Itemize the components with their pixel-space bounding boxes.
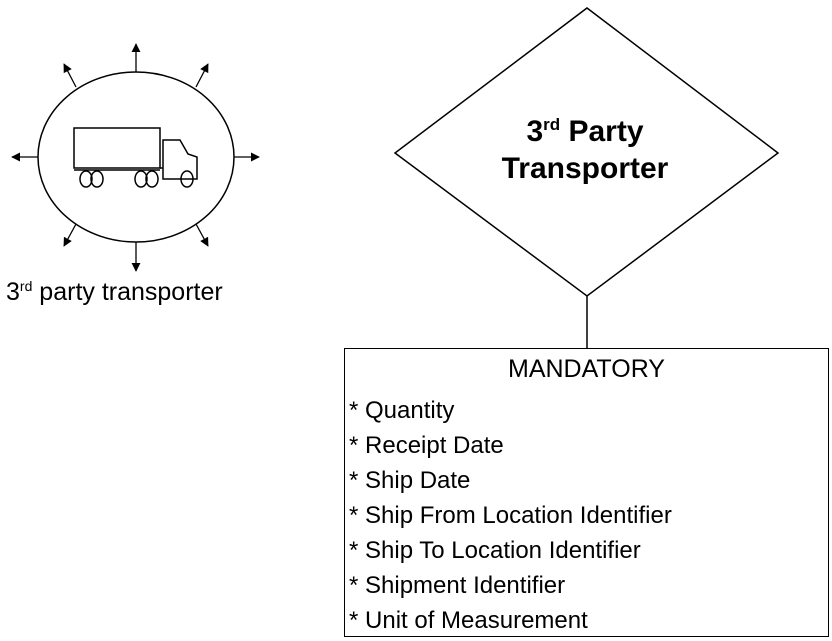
arrow-down-left xyxy=(63,223,77,247)
arrow-up-left xyxy=(63,63,77,88)
truck-icon xyxy=(73,127,198,188)
mandatory-item: * Receipt Date xyxy=(349,432,504,459)
mandatory-item: * Shipment Identifier xyxy=(349,572,566,599)
entity-label-line1: 3rd Party xyxy=(526,115,644,148)
mandatory-item: * Ship From Location Identifier xyxy=(349,502,672,529)
mandatory-box: MANDATORY * Quantity * Receipt Date * Sh… xyxy=(344,348,829,637)
mandatory-item: * Unit of Measurement xyxy=(349,607,588,634)
entity-label-line2: Transporter xyxy=(501,152,669,185)
transporter-symbol xyxy=(11,43,260,272)
mandatory-list: * Quantity * Receipt Date * Ship Date * … xyxy=(349,394,672,639)
arrow-down-right xyxy=(195,223,209,247)
mandatory-title: MANDATORY xyxy=(508,355,665,383)
mandatory-item: * Ship To Location Identifier xyxy=(349,537,641,564)
mandatory-item: * Quantity xyxy=(349,397,455,424)
transporter-ellipse xyxy=(37,71,235,243)
entity-label: 3rd Party Transporter xyxy=(440,113,730,187)
transporter-caption: 3rd party transporter xyxy=(6,278,223,306)
arrow-up-right xyxy=(195,63,209,88)
mandatory-item: * Ship Date xyxy=(349,467,471,494)
